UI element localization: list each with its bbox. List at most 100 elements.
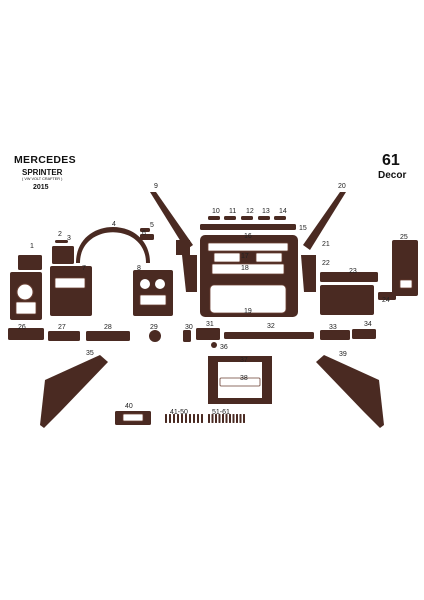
part-label: 1: [30, 243, 34, 250]
part-label: 25: [400, 234, 408, 241]
part-label: 17: [241, 253, 249, 260]
part-9-pillar: [150, 192, 193, 250]
part-label: 11: [229, 208, 236, 215]
part-label: 51-61: [212, 409, 230, 416]
part-label: 38: [240, 375, 248, 382]
part-16-display: [207, 242, 289, 252]
part-51-61-strip: [229, 414, 231, 423]
kit-number: 61: [382, 152, 400, 169]
part-33: [320, 330, 350, 340]
part-1-top: [18, 255, 42, 270]
part-label: 14: [279, 208, 287, 215]
part-38-slot: [219, 377, 261, 387]
part-label: 5: [150, 222, 154, 229]
part-label: 31: [206, 321, 214, 328]
part-41-50-strip: [197, 414, 199, 423]
part-7-slot: [54, 277, 86, 289]
part-label: 6: [142, 230, 146, 237]
part-13-strip: [258, 216, 270, 220]
part-1-vent-rect: [15, 301, 37, 315]
part-label: 13: [262, 208, 270, 215]
part-label: 40: [125, 403, 133, 410]
part-1-vent-round: [16, 283, 34, 301]
part-14-strip: [274, 216, 286, 220]
part-label: 39: [339, 351, 347, 358]
trim-parts: [8, 192, 418, 428]
brand-title: MERCEDES: [14, 154, 76, 166]
model-year: 2015: [33, 184, 49, 191]
part-32: [224, 332, 314, 339]
part-51-61-strip: [211, 414, 214, 423]
part-8: [133, 270, 173, 316]
part-41-50-strip: [169, 414, 171, 423]
part-label: 26: [18, 324, 26, 331]
part-23: [320, 272, 378, 282]
part-5: [140, 228, 150, 232]
part-label: 28: [104, 324, 112, 331]
part-label: 32: [267, 323, 275, 330]
part-label: 35: [86, 350, 94, 357]
part-40-slot: [122, 413, 144, 422]
part-25-vent: [399, 279, 413, 289]
part-24: [378, 292, 396, 300]
part-8-knob-1: [140, 279, 150, 289]
part-label: 9: [154, 183, 158, 190]
part-41-50-strip: [177, 414, 179, 423]
kit-type: Decor: [378, 170, 407, 181]
part-51-61-strip: [208, 414, 210, 423]
model-note: ( VW VOLT CRAFTER ): [22, 177, 63, 181]
part-label: 4: [112, 221, 116, 228]
part-label: 29: [150, 324, 158, 331]
part-3: [52, 246, 74, 264]
part-label: 8: [137, 265, 141, 272]
part-31: [196, 328, 220, 340]
part-15-trim: [200, 224, 296, 230]
part-label: 22: [322, 260, 330, 267]
part-28: [86, 331, 130, 341]
part-30: [183, 330, 191, 342]
part-51-61-strip: [232, 414, 235, 423]
part-51-61-strip: [225, 414, 228, 423]
part-34: [352, 329, 376, 339]
part-label: 15: [299, 225, 307, 232]
part-41-50-strip: [185, 414, 187, 423]
part-label: 12: [246, 208, 254, 215]
part-37-small-left: [176, 240, 190, 255]
part-label: 30: [185, 324, 193, 331]
part-11-strip: [224, 216, 236, 220]
part-label: 7: [82, 265, 86, 272]
part-label: 19: [244, 308, 252, 315]
part-label: 10: [212, 208, 220, 215]
part-39-door-right: [316, 355, 384, 428]
part-20-pillar: [303, 192, 346, 250]
part-6: [140, 234, 154, 240]
part-label: 23: [349, 268, 357, 275]
part-label: 27: [58, 324, 66, 331]
part-51-61-strip: [215, 414, 217, 423]
part-4-arc: [76, 227, 150, 263]
part-label: 37: [240, 357, 248, 364]
part-26: [8, 328, 44, 340]
part-label: 3: [67, 235, 71, 242]
part-21-small: [301, 255, 316, 292]
part-label: 41-50: [170, 409, 188, 416]
part-27: [48, 331, 80, 341]
part-label: 16: [244, 233, 252, 240]
part-41-50-strip: [173, 414, 175, 423]
part-19-panel: [209, 284, 287, 314]
part-8-knob-2: [155, 279, 165, 289]
part-41-50-strip: [201, 414, 203, 423]
part-label: 20: [338, 183, 346, 190]
part-2: [55, 240, 68, 243]
part-51-61-strip: [243, 414, 245, 423]
part-10-strip: [208, 216, 220, 220]
part-label: 34: [364, 321, 372, 328]
part-8-slot: [139, 294, 167, 306]
part-17-button-left: [213, 252, 241, 263]
part-label: 24: [382, 297, 390, 304]
part-41-50-strip: [189, 414, 191, 423]
part-label: 21: [322, 241, 330, 248]
part-37-38-frame: [208, 356, 272, 404]
